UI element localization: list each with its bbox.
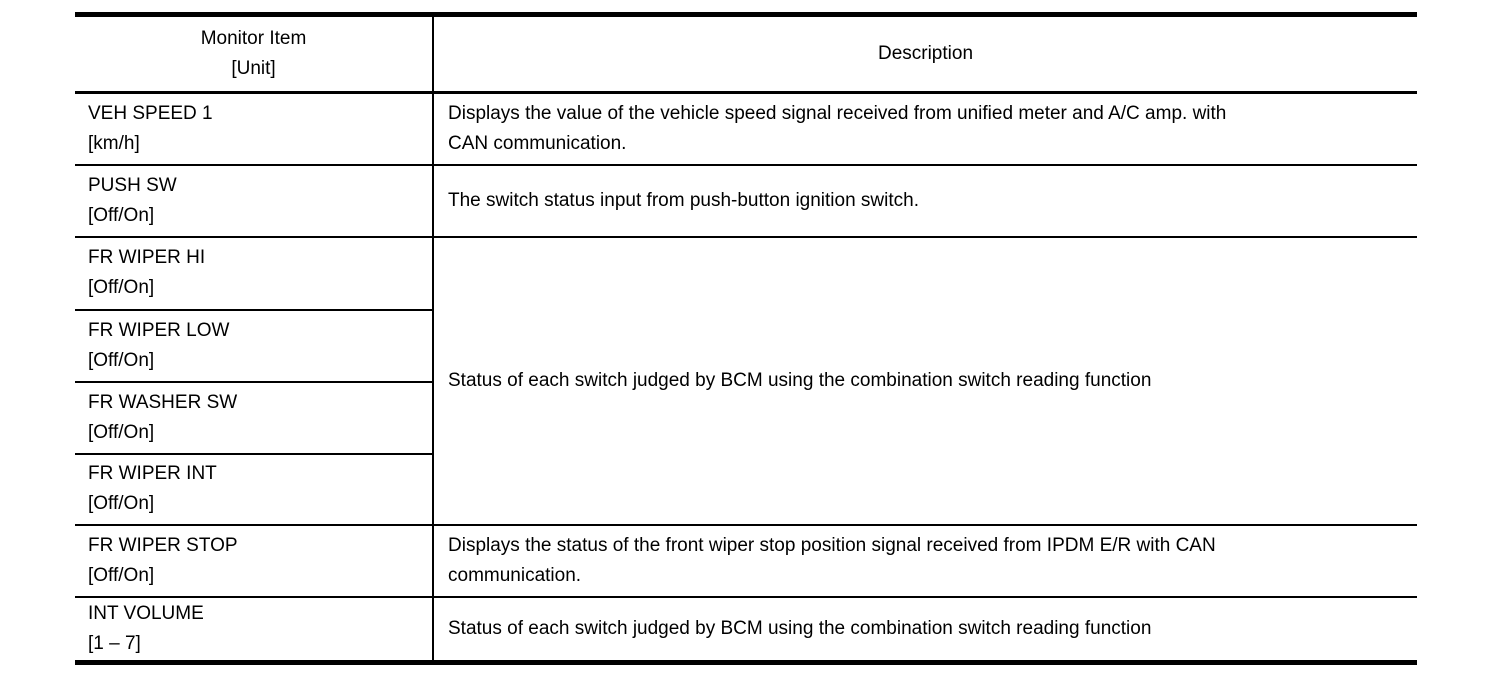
description-header-label: Description <box>877 43 974 64</box>
table-body: VEH SPEED 1 [km/h] Displays the value of… <box>75 92 1417 664</box>
table-row: FR WASHER SW [Off/On] <box>75 381 1417 455</box>
header-row: Monitor Item [Unit] Description <box>75 14 1417 94</box>
table-row: INT VOLUME [1 – 7] Status of each switch… <box>75 596 1417 664</box>
table-row: FR WIPER INT [Off/On] <box>75 453 1417 526</box>
table-row: PUSH SW [Off/On] The switch status input… <box>75 164 1417 238</box>
monitor-item-name: VEH SPEED 1 <box>88 102 213 124</box>
monitor-item-header-label: Monitor Item <box>200 28 307 49</box>
monitor-item-cell: INT VOLUME [1 – 7] <box>75 596 434 664</box>
merged-description-cell: Status of each switch judged by BCM usin… <box>433 236 1417 526</box>
table-row: VEH SPEED 1 [km/h] Displays the value of… <box>75 92 1417 166</box>
monitor-item-name: FR WASHER SW <box>88 391 238 413</box>
table-row: FR WIPER STOP [Off/On] Displays the stat… <box>75 524 1417 598</box>
table-row: FR WIPER LOW [Off/On] <box>75 309 1417 383</box>
monitor-item-unit: [Off/On] <box>88 493 155 514</box>
monitor-item-unit: [Off/On] <box>88 564 155 586</box>
document-page: Monitor Item [Unit] Description VEH SPEE… <box>75 12 1417 665</box>
description-cell: Displays the status of the front wiper s… <box>433 524 1417 598</box>
description-cell: Status of each switch judged by BCM usin… <box>433 596 1417 664</box>
table-row: FR WIPER HI [Off/On] Status of each swit… <box>75 236 1417 526</box>
monitor-item-name: FR WIPER LOW <box>88 319 230 341</box>
monitor-item-unit: [km/h] <box>88 132 140 154</box>
monitor-item-unit: [Off/On] <box>88 204 155 226</box>
description-cell: The switch status input from push-button… <box>433 164 1417 238</box>
monitor-item-name: FR WIPER STOP <box>88 534 238 556</box>
description-header-cell: Description <box>433 14 1417 94</box>
monitor-item-name: PUSH SW <box>88 174 177 196</box>
monitor-item-name: FR WIPER HI <box>88 247 206 268</box>
table-header: Monitor Item [Unit] Description <box>75 14 1417 94</box>
monitor-item-cell: FR WIPER STOP [Off/On] <box>75 524 434 598</box>
monitor-item-cell: FR WIPER INT [Off/On] <box>75 453 434 526</box>
monitor-item-cell: FR WASHER SW [Off/On] <box>75 381 434 455</box>
monitor-item-unit: [Off/On] <box>88 277 155 298</box>
monitor-item-unit: [Off/On] <box>88 349 155 371</box>
monitor-item-unit: [Off/On] <box>88 421 155 443</box>
unit-header-label: [Unit] <box>231 58 276 79</box>
monitor-item-cell: FR WIPER HI [Off/On] <box>75 236 434 311</box>
description-cell: Displays the value of the vehicle speed … <box>433 92 1417 166</box>
monitor-item-cell: VEH SPEED 1 [km/h] <box>75 92 434 166</box>
monitor-item-name: INT VOLUME <box>88 602 204 624</box>
monitor-item-cell: PUSH SW [Off/On] <box>75 164 434 238</box>
monitor-item-unit: [1 – 7] <box>88 632 141 654</box>
monitor-item-table: Monitor Item [Unit] Description VEH SPEE… <box>75 12 1417 665</box>
monitor-item-cell: FR WIPER LOW [Off/On] <box>75 309 434 383</box>
monitor-item-header-cell: Monitor Item [Unit] <box>75 14 434 94</box>
monitor-item-name: FR WIPER INT <box>88 463 217 484</box>
